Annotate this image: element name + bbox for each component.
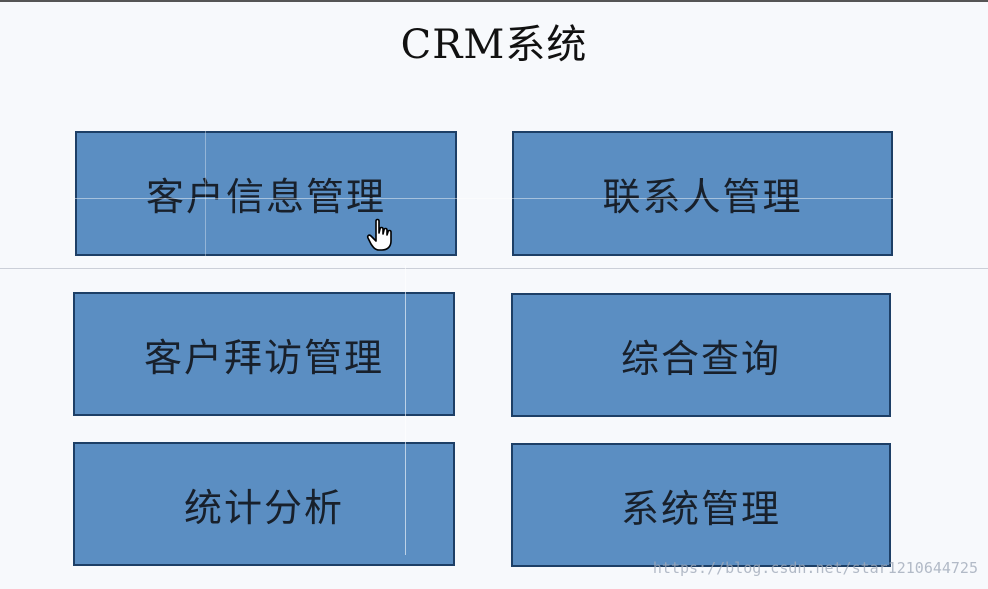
module-label: 综合查询	[620, 336, 781, 381]
module-statistics[interactable]: 统计分析	[73, 442, 455, 566]
capture-artifact-line	[0, 268, 988, 269]
module-customer-visits[interactable]: 客户拜访管理	[73, 292, 455, 416]
capture-artifact-line	[75, 198, 893, 199]
module-system[interactable]: 系统管理	[511, 443, 891, 567]
module-label: 联系人管理	[602, 175, 803, 219]
watermark: https://blog.csdn.net/star1210644725	[652, 559, 978, 577]
module-label: 统计分析	[183, 485, 344, 530]
module-contacts[interactable]: 联系人管理	[512, 131, 893, 256]
module-label: 客户拜访管理	[143, 335, 384, 380]
capture-artifact-line	[405, 265, 406, 555]
module-label: 系统管理	[620, 486, 781, 531]
module-query[interactable]: 综合查询	[511, 293, 891, 417]
diagram-title: CRM系统	[400, 22, 588, 68]
module-label: 客户信息管理	[145, 175, 386, 219]
hand-pointer-icon	[366, 218, 392, 251]
capture-artifact-line	[205, 131, 206, 256]
module-customer-info[interactable]: 客户信息管理	[75, 131, 457, 256]
top-border	[0, 0, 988, 2]
